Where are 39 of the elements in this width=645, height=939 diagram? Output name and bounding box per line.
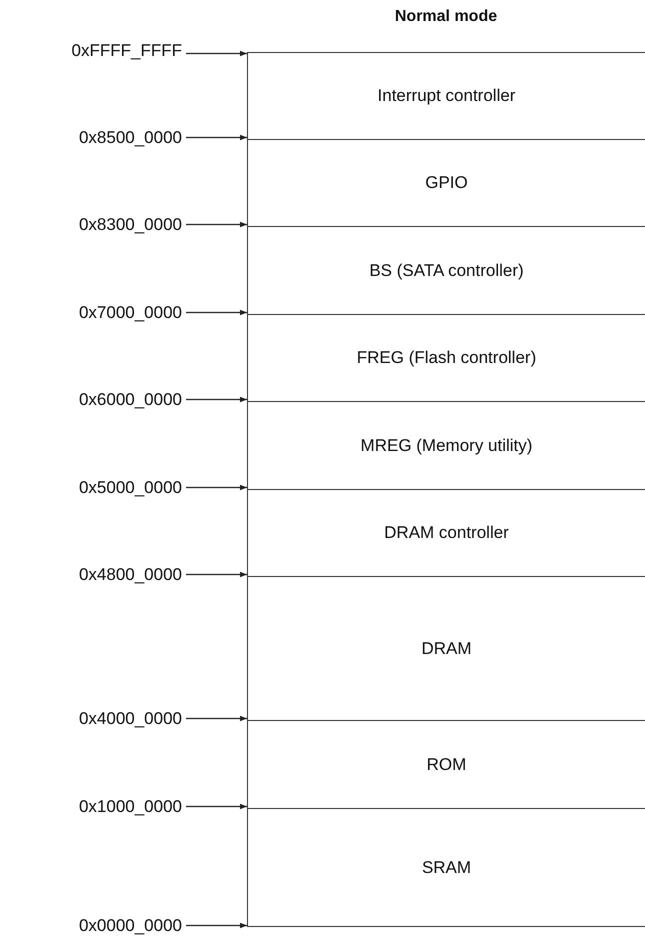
arrow — [186, 804, 247, 810]
memory-map-title: Normal mode — [394, 8, 498, 26]
memory-region — [247, 314, 645, 401]
region-label: DRAM controller — [384, 523, 509, 543]
arrow — [186, 134, 247, 140]
region-label: BS (SATA controller) — [369, 260, 524, 280]
address-label: 0x8500_0000 — [2, 128, 182, 148]
memory-region — [247, 401, 645, 489]
memory-region — [247, 720, 645, 808]
address-label: 0x1000_0000 — [2, 797, 182, 817]
memory-region — [247, 226, 645, 314]
memory-region — [247, 576, 645, 720]
memory-region — [247, 808, 645, 927]
arrow — [186, 484, 247, 490]
region-label: FREG (Flash controller) — [356, 348, 536, 368]
region-label: SRAM — [422, 858, 472, 878]
address-label: 0xFFFF_FFFF — [2, 41, 182, 61]
arrow — [186, 572, 247, 578]
arrow — [186, 310, 247, 316]
arrow — [186, 396, 247, 402]
arrow — [186, 222, 247, 228]
address-label: 0x8300_0000 — [2, 215, 182, 235]
address-label: 0x6000_0000 — [2, 390, 182, 410]
region-label: Interrupt controller — [378, 86, 516, 106]
arrow — [186, 50, 247, 56]
memory-region — [247, 139, 645, 226]
address-label: 0x4800_0000 — [2, 565, 182, 585]
address-label: 0x5000_0000 — [2, 478, 182, 498]
region-label: ROM — [426, 754, 466, 774]
memory-region — [247, 489, 645, 576]
region-label: MREG (Memory utility) — [360, 436, 532, 456]
arrow — [186, 716, 247, 722]
address-label: 0x4000_0000 — [2, 709, 182, 729]
arrow — [186, 922, 247, 928]
address-label: 0x7000_0000 — [2, 303, 182, 323]
memory-region — [247, 52, 645, 139]
address-label: 0x0000_0000 — [2, 916, 182, 936]
region-label: DRAM — [421, 638, 472, 658]
region-label: GPIO — [425, 173, 468, 193]
